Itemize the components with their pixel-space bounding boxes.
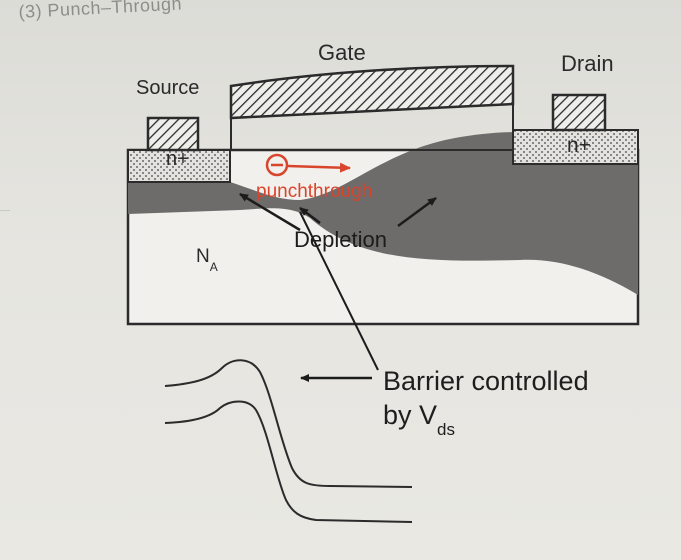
gate-electrode	[229, 64, 515, 120]
substrate-subscript: A	[209, 259, 218, 274]
substrate-doping-label: NA	[196, 246, 218, 274]
gate-label: Gate	[318, 40, 366, 65]
drain-nplus-box	[512, 129, 639, 165]
barrier-curve-upper	[164, 359, 413, 488]
depletion-arrow-right	[397, 196, 437, 228]
barrier-curve-lower	[164, 400, 413, 523]
barrier-pointer-line	[299, 211, 379, 371]
source-contact	[146, 116, 200, 152]
punchthrough-label: punchthrough	[256, 181, 373, 202]
barrier-label-text: by V	[383, 400, 438, 430]
barrier-label-line2: by Vds	[383, 400, 455, 439]
punchthrough-arrow	[287, 162, 351, 173]
electron-icon	[265, 153, 289, 177]
source-label: Source	[136, 77, 200, 99]
barrier-label-line1: Barrier controlled	[383, 366, 589, 396]
source-nplus-label: n+	[166, 148, 189, 170]
depletion-label: Depletion	[294, 227, 387, 252]
barrier-label-subscript: ds	[437, 420, 455, 440]
depletion-region	[128, 132, 638, 295]
margin-mark	[0, 210, 10, 211]
drain-nplus-label: n+	[567, 134, 591, 157]
drain-contact	[551, 93, 607, 132]
substrate-label: N	[196, 246, 210, 267]
depletion-arrow-center	[299, 207, 321, 224]
depletion-arrow-left	[239, 192, 301, 232]
drain-label: Drain	[561, 51, 614, 76]
